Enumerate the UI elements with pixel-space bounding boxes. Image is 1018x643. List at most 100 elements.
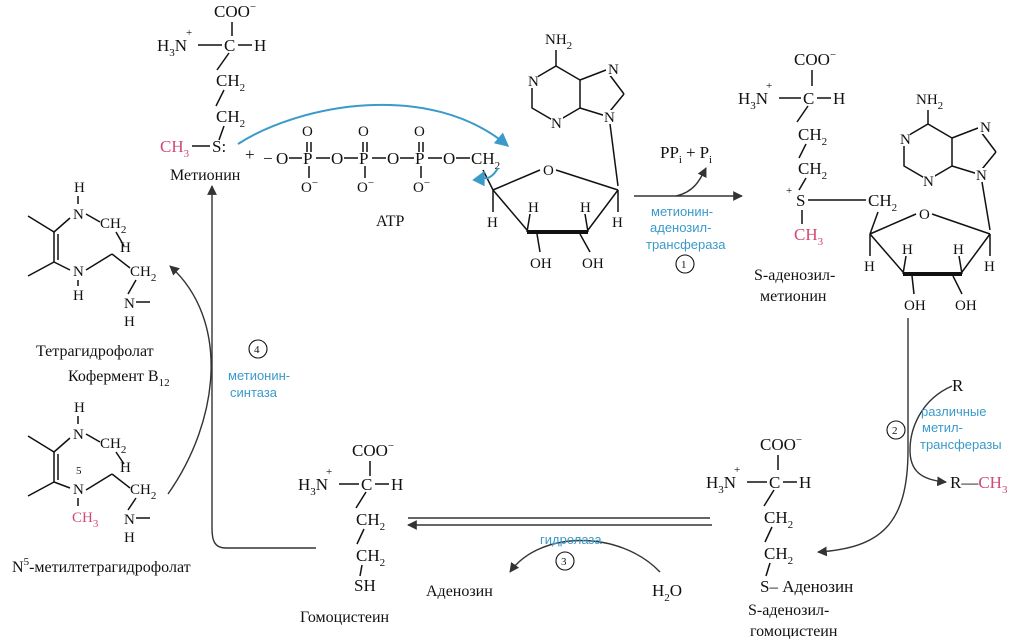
svg-text:CH2: CH2 [764, 544, 793, 567]
svg-text:COO−: COO− [352, 440, 394, 460]
svg-text:H2O: H2O [652, 581, 682, 604]
svg-text:O: O [387, 149, 399, 168]
svg-text:O: O [443, 149, 455, 168]
svg-text:O−: O− [301, 177, 318, 196]
svg-text:5: 5 [76, 465, 82, 477]
label-thf: Тетрагидрофолат [36, 343, 154, 360]
svg-text:PPi+Pi: PPi+Pi [660, 143, 712, 166]
svg-text:CH3: CH3 [794, 225, 824, 248]
svg-text:CH2: CH2 [798, 125, 827, 148]
svg-text:CH2: CH2 [356, 510, 385, 533]
svg-text:C: C [361, 475, 372, 494]
svg-text:H: H [580, 200, 591, 216]
svg-text:O−: O− [413, 177, 430, 196]
svg-text:H: H [124, 530, 135, 546]
svg-text:метил-: метил- [922, 420, 963, 435]
svg-text:N: N [551, 116, 562, 132]
svg-text:N: N [73, 264, 84, 280]
sam-structure: COO− H3N + C H CH2 CH2 + S CH2 CH3 S-аде… [738, 49, 997, 314]
svg-text:S– Аденозин: S– Аденозин [760, 577, 853, 596]
svg-text:гидролаза: гидролаза [540, 532, 602, 547]
svg-text:H: H [799, 473, 811, 492]
svg-text:R: R [952, 376, 964, 395]
svg-text:N: N [73, 482, 84, 498]
svg-text:O: O [302, 124, 313, 140]
thf-structure: H N CH2 H N H CH2 N H Тетрагидрофолат Ко… [27, 180, 170, 389]
svg-text:COO−: COO− [760, 434, 802, 454]
label-sah: S-аденозил- [748, 602, 829, 619]
svg-text:H: H [73, 288, 84, 304]
svg-text:CH2: CH2 [130, 264, 156, 284]
sah-structure: COO− H3N + C H CH2 CH2 S– Аденозин S-аде… [706, 434, 853, 640]
svg-text:N: N [73, 207, 84, 223]
svg-text:CH2: CH2 [216, 71, 245, 94]
label-b12: Кофермент B12 [68, 368, 170, 389]
svg-text:2: 2 [892, 425, 898, 437]
svg-text:O−: O− [357, 177, 374, 196]
svg-text:H: H [953, 242, 964, 258]
svg-text:P: P [415, 149, 424, 168]
svg-text:CH2: CH2 [100, 436, 126, 456]
svg-text:CH2: CH2 [798, 159, 827, 182]
svg-text:H3N: H3N [157, 36, 187, 59]
svg-text:H: H [124, 314, 135, 330]
svg-text:O: O [331, 149, 343, 168]
svg-text:OH: OH [582, 256, 604, 272]
svg-text:COO−: COO− [794, 49, 836, 69]
svg-text:+: + [766, 80, 772, 92]
svg-text:H: H [984, 259, 995, 275]
homocysteine-structure: COO− H3N + C H CH2 CH2 SH Гомоцистеин [298, 440, 403, 626]
svg-text:различные: различные [921, 404, 987, 419]
svg-text:CH2: CH2 [100, 216, 126, 236]
svg-text:NH2: NH2 [545, 32, 572, 52]
svg-text:−: − [263, 149, 273, 168]
svg-text:H: H [864, 259, 875, 275]
svg-text:4: 4 [254, 344, 260, 356]
svg-text:+: + [786, 185, 792, 197]
svg-text:H: H [120, 240, 131, 256]
svg-text:N: N [604, 110, 615, 126]
svg-text:O: O [414, 124, 425, 140]
mthf-structure: H N CH2 H 5 N CH3 CH2 N H N5-метилтетраг… [12, 400, 191, 576]
label-homocysteine: Гомоцистеин [300, 609, 390, 626]
svg-text:C: C [803, 89, 814, 108]
atp-structure: − O P O O− O P O O− O P O O− O CH2 ATP [263, 32, 625, 272]
svg-text:метионин-: метионин- [228, 368, 290, 383]
svg-text:N: N [528, 74, 539, 90]
svg-text:CH2: CH2 [216, 107, 245, 130]
svg-text:P: P [359, 149, 368, 168]
svg-text:N: N [608, 62, 619, 78]
svg-text:H: H [528, 200, 539, 216]
svg-text:O: O [543, 163, 554, 179]
step-4: 4 метионин- синтаза [167, 185, 316, 549]
svg-text:OH: OH [904, 298, 926, 314]
svg-text:NH2: NH2 [916, 92, 943, 112]
svg-text:H: H [833, 89, 845, 108]
methionine-structure: COO− H3N + C H CH2 CH2 CH3 S: + Метионин [157, 1, 266, 184]
label-sah-2: гомоцистеин [750, 623, 838, 640]
svg-text:P: P [303, 149, 312, 168]
svg-text:C: C [769, 473, 780, 492]
label-adenosine: Аденозин [426, 583, 493, 600]
svg-text:H: H [487, 215, 498, 231]
svg-text:C: C [224, 36, 235, 55]
svg-text:синтаза: синтаза [230, 385, 278, 400]
step-3: гидролаза 3 Аденозин H2O [407, 517, 712, 604]
svg-text:S:: S: [212, 137, 226, 156]
svg-text:CH3: CH3 [160, 137, 190, 160]
svg-text:H: H [120, 460, 131, 476]
svg-text:трансферазы: трансферазы [920, 437, 1002, 452]
label-sam: S-аденозил- [754, 267, 835, 284]
svg-text:метионин-: метионин- [651, 204, 713, 219]
svg-text:H: H [902, 242, 913, 258]
svg-text:H: H [254, 36, 266, 55]
svg-text:CH2: CH2 [130, 482, 156, 502]
svg-text:CH2: CH2 [471, 149, 500, 172]
step-1: PPi+Pi метионин- аденозил- трансфераза 1 [634, 143, 743, 274]
svg-text:H: H [612, 215, 623, 231]
svg-text:O: O [276, 149, 288, 168]
svg-text:H: H [74, 400, 85, 416]
svg-text:H: H [391, 475, 403, 494]
svg-text:O: O [358, 124, 369, 140]
